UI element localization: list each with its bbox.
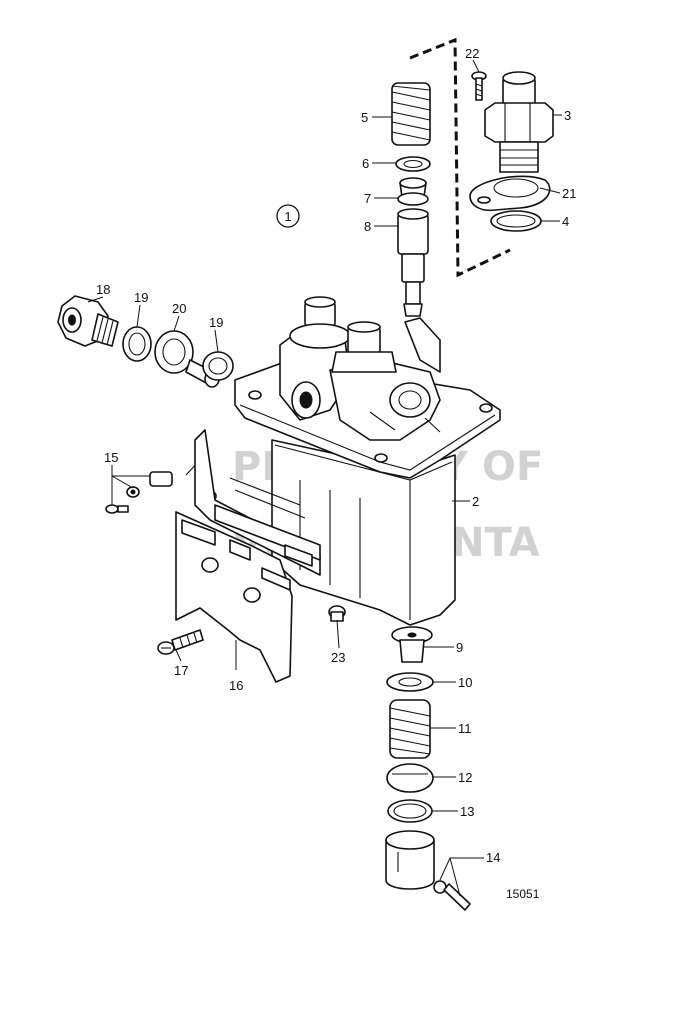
part-5-spring <box>391 82 431 146</box>
label-part-6: 6 <box>362 156 369 171</box>
part-14-tappet <box>385 830 471 911</box>
label-part-13: 13 <box>460 804 474 819</box>
label-part-17: 17 <box>174 663 188 678</box>
label-part-11: 11 <box>458 721 472 736</box>
label-part-20: 20 <box>172 301 186 316</box>
label-part-4: 4 <box>562 214 569 229</box>
label-part-9: 9 <box>456 640 463 655</box>
part-16-bracket <box>175 429 321 683</box>
leader-lines <box>87 59 562 897</box>
label-part-22: 22 <box>465 46 479 61</box>
label-part-5: 5 <box>361 110 368 125</box>
assembly-dashed-line <box>409 37 511 278</box>
part-6-washer <box>395 156 431 172</box>
part-labels: 2 3 4 5 6 7 8 9 10 11 12 13 14 15 16 17 … <box>96 46 576 865</box>
assembly-callout: 1 <box>276 204 300 228</box>
label-part-10: 10 <box>458 675 472 690</box>
label-part-14: 14 <box>486 850 500 865</box>
svg-text:1: 1 <box>284 209 291 224</box>
part-21-locking-plate <box>469 175 551 212</box>
label-part-2: 2 <box>472 494 479 509</box>
part-2-pump-housing <box>234 296 501 626</box>
part-23-plug <box>328 605 346 622</box>
label-part-8: 8 <box>364 219 371 234</box>
part-19-washer-b <box>202 351 234 381</box>
part-9-spring-seat <box>391 626 433 663</box>
label-part-7: 7 <box>364 191 371 206</box>
part-7-valve <box>397 177 429 206</box>
label-part-3: 3 <box>564 108 571 123</box>
label-part-23: 23 <box>331 650 345 665</box>
label-part-15: 15 <box>104 450 118 465</box>
part-19-washer-a <box>122 326 152 362</box>
label-part-21: 21 <box>562 186 576 201</box>
part-12-spring-seat <box>386 763 434 793</box>
label-part-16: 16 <box>229 678 243 693</box>
part-22-screw <box>471 71 487 101</box>
part-17-screw <box>157 629 204 655</box>
part-18-banjo-bolt <box>57 295 119 347</box>
label-part-19a: 19 <box>134 290 148 305</box>
part-3-valve-holder <box>484 71 554 173</box>
drawing-reference-number: 15051 <box>506 887 540 901</box>
part-11-spring <box>389 699 431 759</box>
part-10-washer <box>386 672 434 692</box>
part-8-plunger <box>397 208 429 317</box>
label-part-12: 12 <box>458 770 472 785</box>
part-13-ring <box>387 799 433 823</box>
part-4-o-ring <box>490 210 542 232</box>
label-part-19b: 19 <box>209 315 223 330</box>
label-part-18: 18 <box>96 282 110 297</box>
